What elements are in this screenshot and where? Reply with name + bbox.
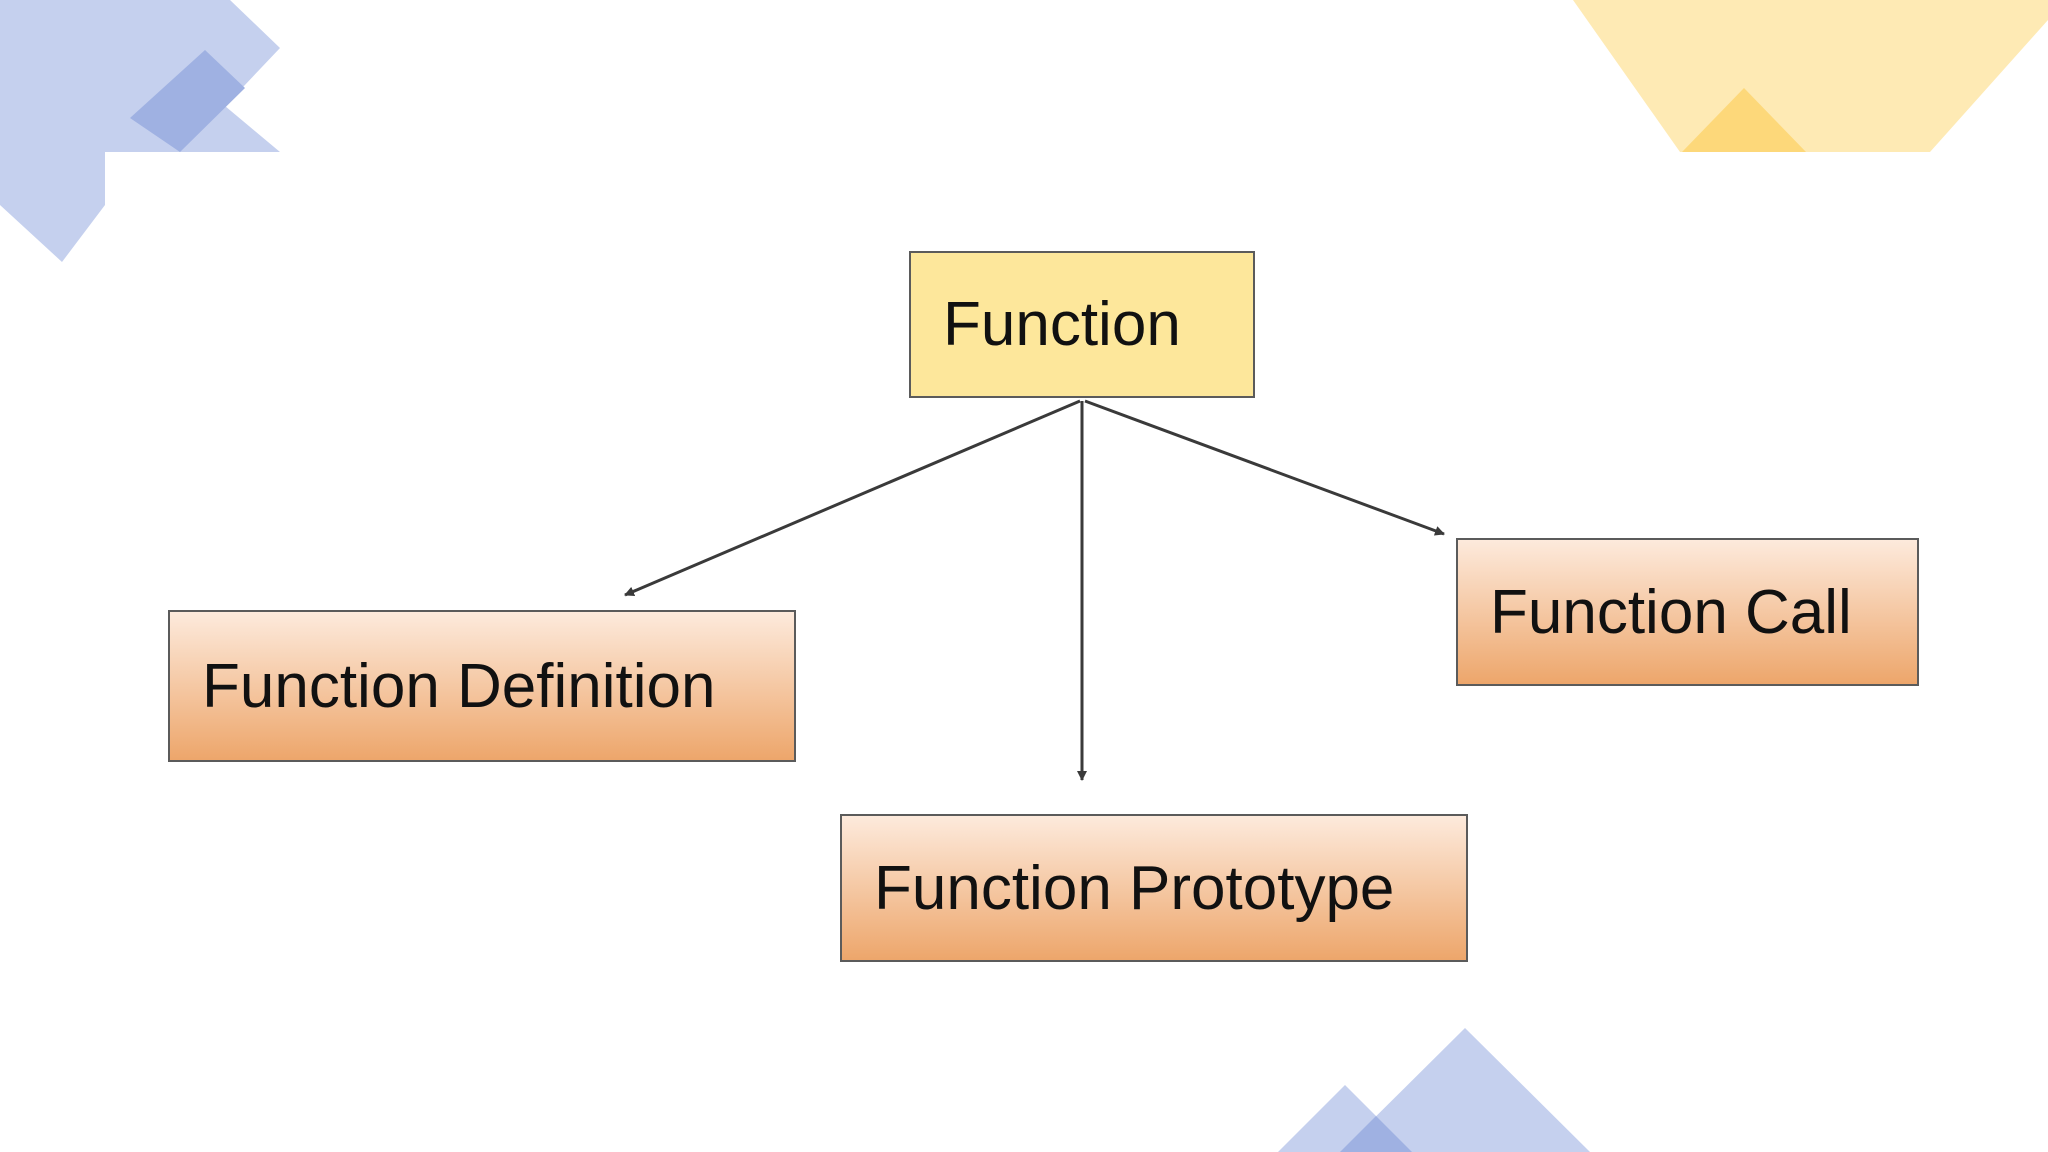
node-function-prototype: Function Prototype (840, 814, 1468, 962)
deco-shape-top-left-dark (130, 50, 245, 152)
deco-shape-bottom-overlap (1340, 1116, 1412, 1152)
deco-shape-bottom-large (1340, 1028, 1590, 1152)
node-function: Function (909, 251, 1255, 398)
node-function-definition-label: Function Definition (202, 651, 716, 721)
deco-shape-top-right-large (1573, 0, 2048, 152)
node-function-call: Function Call (1456, 538, 1919, 686)
node-function-call-label: Function Call (1490, 577, 1852, 647)
node-function-prototype-label: Function Prototype (874, 853, 1395, 923)
deco-shape-top-right-dark (1682, 88, 1806, 152)
node-function-label: Function (943, 290, 1181, 359)
arrow-to-definition (624, 399, 1081, 597)
arrow-to-call (1084, 399, 1445, 536)
node-function-definition: Function Definition (168, 610, 796, 762)
